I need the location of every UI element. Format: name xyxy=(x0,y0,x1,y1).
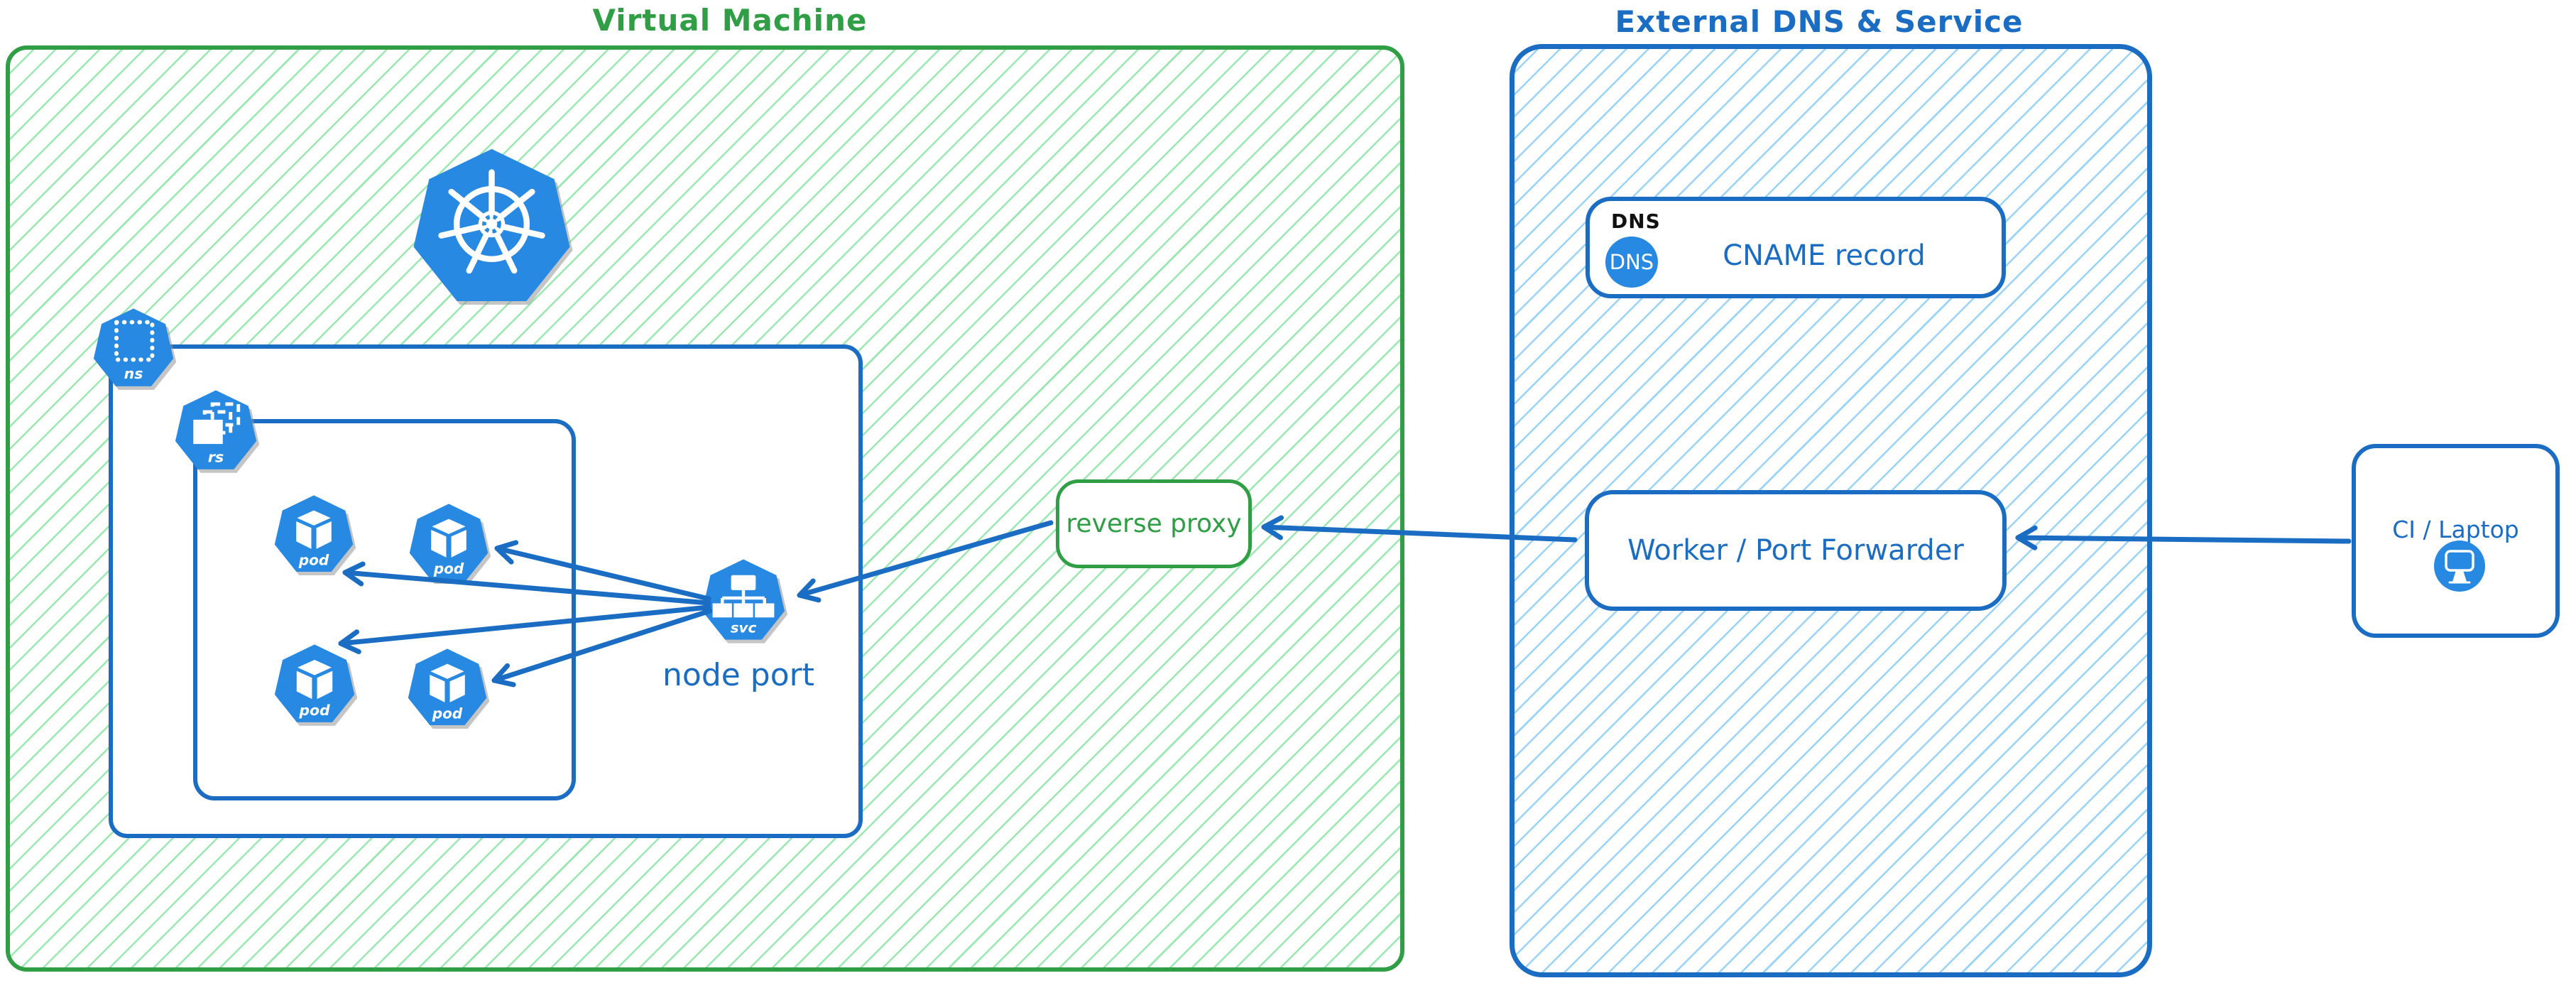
replicaset-icon-label: rs xyxy=(208,449,224,466)
pod-icon-label: pod xyxy=(298,702,330,719)
worker-label: Worker / Port Forwarder xyxy=(1627,534,1964,567)
ci-laptop-box: CI / Laptop xyxy=(2352,444,2560,638)
namespace-icon: ns xyxy=(93,308,174,386)
dns-header-label: DNS xyxy=(1611,210,1661,233)
replicaset-box xyxy=(193,419,576,800)
pod-icon-label: pod xyxy=(298,551,329,568)
external-dns-title: External DNS & Service xyxy=(1615,4,2024,39)
service-icon-label: svc xyxy=(731,619,757,636)
kubernetes-logo-icon xyxy=(413,148,570,302)
pod-icon: pod xyxy=(408,648,487,725)
dns-badge-label: DNS xyxy=(1609,250,1654,274)
pod-icon-label: pod xyxy=(432,705,463,722)
pod-icon-label: pod xyxy=(433,560,464,577)
pod-icon: pod xyxy=(274,644,355,722)
pod-icon: pod xyxy=(409,504,489,580)
node-port-label: node port xyxy=(662,657,814,693)
reverse-proxy-label: reverse proxy xyxy=(1066,509,1242,538)
ci-laptop-label: CI / Laptop xyxy=(2392,516,2519,543)
reverse-proxy-box: reverse proxy xyxy=(1056,479,1252,568)
dns-badge-icon: DNS xyxy=(1605,237,1658,288)
pod-icon: pod xyxy=(274,495,354,572)
worker-port-forwarder-box: Worker / Port Forwarder xyxy=(1585,490,2007,611)
dns-record-box: DNS DNS CNAME record xyxy=(1586,197,2006,298)
replicaset-icon: rs xyxy=(175,390,257,469)
virtual-machine-title: Virtual Machine xyxy=(592,3,868,38)
cname-record-label: CNAME record xyxy=(1723,239,1926,272)
namespace-icon-label: ns xyxy=(124,365,143,382)
service-icon: svc xyxy=(702,559,785,640)
monitor-icon xyxy=(2434,541,2485,592)
